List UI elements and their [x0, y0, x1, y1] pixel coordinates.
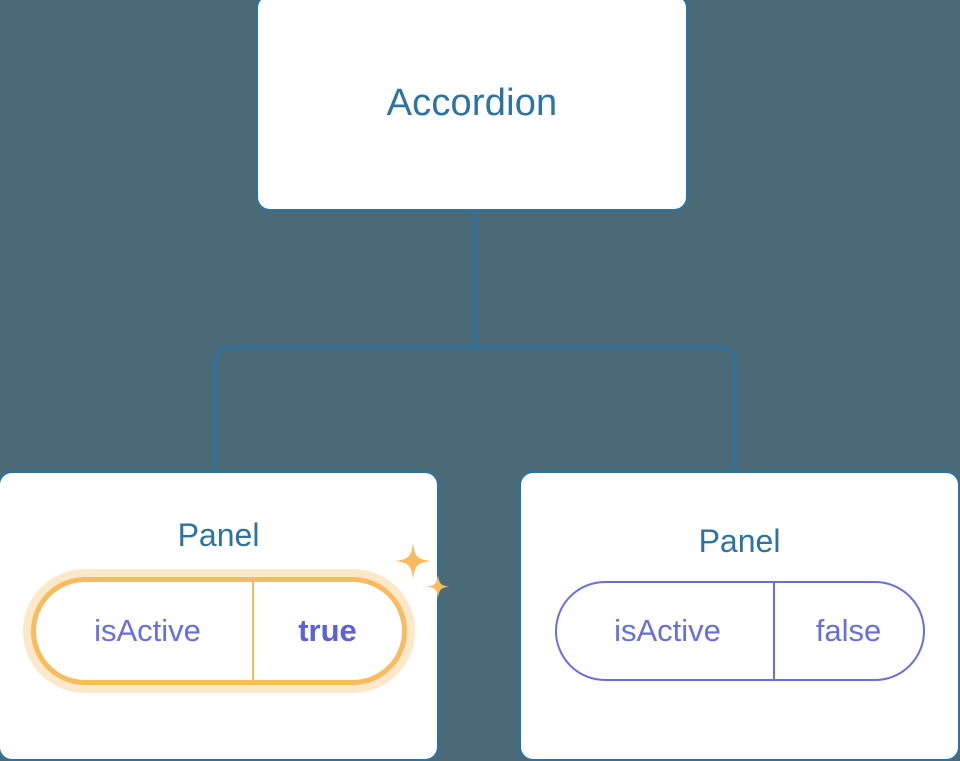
prop-key-label: isActive: [557, 583, 775, 679]
connector-bus-left: [213, 345, 475, 472]
node-title-panel-inactive: Panel: [698, 523, 781, 559]
prop-pill-isactive-false[interactable]: isActive false: [554, 581, 925, 681]
node-card-accordion[interactable]: Accordion: [256, 0, 688, 211]
node-card-panel-active[interactable]: Panel isActive true: [0, 471, 449, 761]
prop-value-label: true: [298, 613, 357, 648]
node-title-accordion: Accordion: [386, 81, 558, 124]
node-title-panel-active: Panel: [177, 517, 260, 553]
prop-pill-isactive-true[interactable]: isActive true: [30, 577, 407, 685]
prop-key-label: isActive: [36, 582, 254, 680]
prop-value-label: false: [815, 613, 882, 648]
prop-pill-wrapper-active: isActive true: [30, 543, 449, 685]
node-card-panel-inactive[interactable]: Panel isActive false: [519, 471, 960, 761]
connector-bus-right: [475, 345, 737, 472]
prop-pill-wrapper-inactive: isActive false: [554, 581, 925, 681]
